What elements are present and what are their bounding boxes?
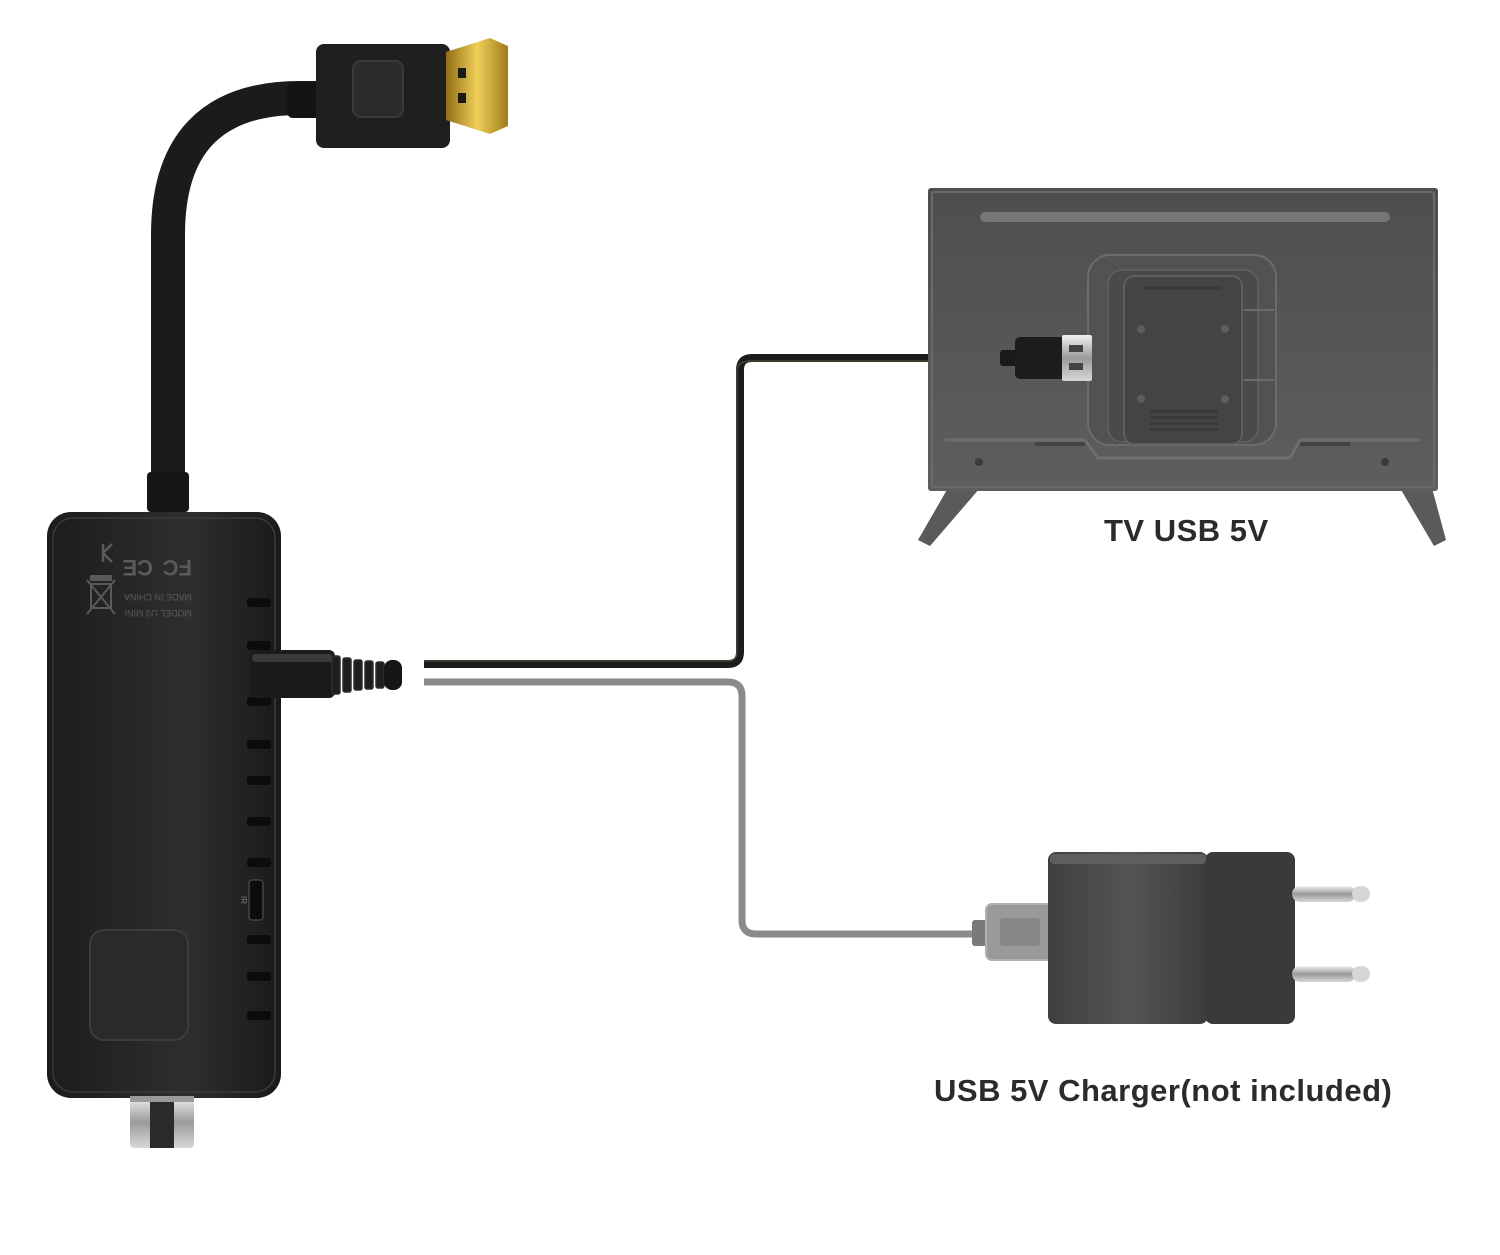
power-plug bbox=[250, 650, 402, 698]
charger-cable-line bbox=[424, 678, 990, 938]
charger-illustration bbox=[972, 852, 1370, 1024]
rcm-mark bbox=[101, 543, 113, 563]
tv-cable-highlight bbox=[424, 360, 1018, 662]
device-button-panel bbox=[89, 929, 189, 1041]
tv-usb-caption: TV USB 5V bbox=[1104, 513, 1269, 548]
tv-cable-line bbox=[424, 354, 1018, 668]
hdmi-plug bbox=[287, 38, 508, 148]
model-marking: MODEL:U3 MINI bbox=[124, 608, 192, 618]
fcc-mark: FC bbox=[163, 555, 192, 580]
antenna-connector bbox=[130, 1096, 194, 1148]
charger-caption: USB 5V Charger(not included) bbox=[934, 1073, 1393, 1108]
vent-slots bbox=[247, 598, 271, 1020]
usb-plug-tv bbox=[1000, 335, 1092, 381]
weee-bin-icon bbox=[86, 575, 116, 615]
tv-illustration bbox=[918, 188, 1446, 546]
origin-marking: MADE IN CHINA bbox=[124, 592, 192, 602]
ir-port: IR bbox=[239, 879, 264, 921]
receiver-device: FC CE MADE IN CHINA MODEL:U3 MINI bbox=[47, 512, 281, 1148]
ce-mark: CE bbox=[122, 555, 153, 580]
device-markings: FC CE MADE IN CHINA MODEL:U3 MINI bbox=[86, 543, 192, 618]
ir-port-label: IR bbox=[239, 896, 248, 904]
hdmi-cable bbox=[147, 81, 325, 512]
